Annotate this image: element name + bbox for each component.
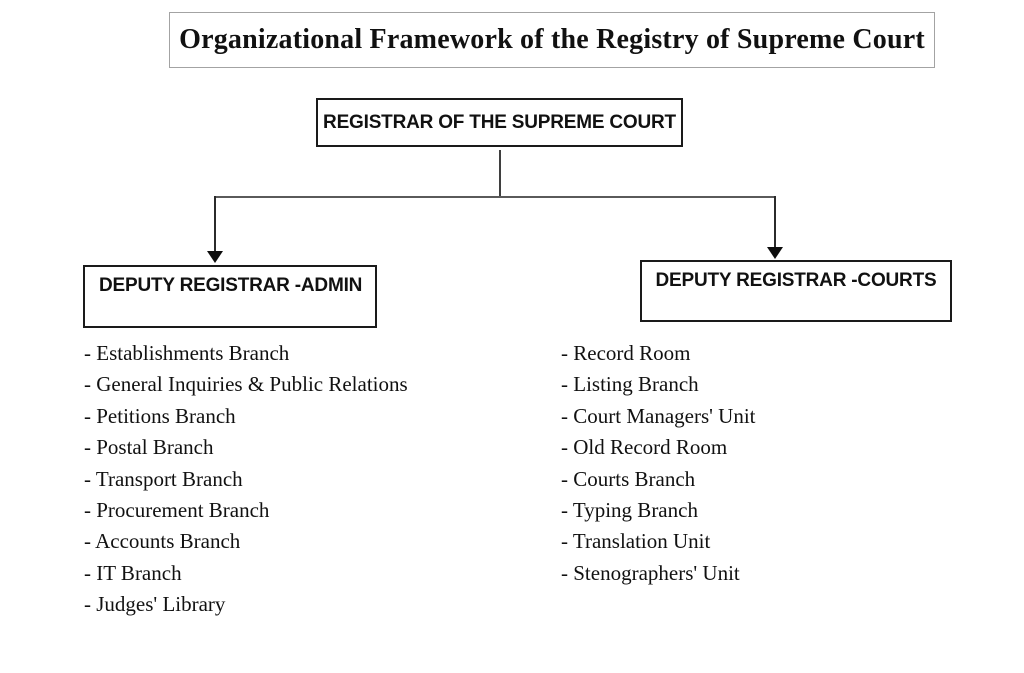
connector-crossbar bbox=[214, 196, 776, 198]
courts-units-list: - Record Room - Listing Branch - Court M… bbox=[561, 338, 756, 589]
list-item: - Accounts Branch bbox=[84, 529, 241, 554]
list-item: - General Inquiries & Public Relations bbox=[84, 372, 408, 397]
list-item: - Establishments Branch bbox=[84, 341, 290, 365]
list-item: - IT Branch bbox=[84, 560, 182, 585]
list-item: - Old Record Room bbox=[561, 435, 728, 460]
list-item: - Postal Branch bbox=[84, 435, 214, 460]
chart-title-box: Organizational Framework of the Registry… bbox=[169, 12, 935, 68]
list-item: - Stenographers' Unit bbox=[561, 560, 740, 585]
arrow-down-icon bbox=[767, 247, 783, 259]
list-item: - Transport Branch bbox=[84, 466, 243, 491]
list-item: - Procurement Branch bbox=[84, 498, 270, 523]
list-item: - Petitions Branch bbox=[84, 403, 236, 428]
arrow-down-icon bbox=[207, 251, 223, 263]
node-deputy-admin-label: DEPUTY REGISTRAR -ADMIN bbox=[99, 275, 363, 296]
list-item: - Translation Unit bbox=[561, 529, 711, 554]
list-item: - Listing Branch bbox=[561, 372, 699, 397]
node-registrar: REGISTRAR OF THE SUPREME COURT bbox=[316, 98, 683, 147]
node-deputy-admin: DEPUTY REGISTRAR -ADMIN bbox=[83, 265, 377, 328]
connector-drop-courts bbox=[774, 196, 776, 249]
list-item: - Courts Branch bbox=[561, 466, 696, 491]
list-item: - Typing Branch bbox=[561, 498, 698, 523]
node-registrar-label: REGISTRAR OF THE SUPREME COURT bbox=[323, 111, 676, 133]
admin-units-list: - Establishments Branch - General Inquir… bbox=[84, 338, 408, 621]
node-deputy-courts-label: DEPUTY REGISTRAR -COURTS bbox=[655, 270, 937, 291]
list-item: - Court Managers' Unit bbox=[561, 403, 756, 428]
list-item: - Judges' Library bbox=[84, 592, 226, 617]
node-deputy-courts: DEPUTY REGISTRAR -COURTS bbox=[640, 260, 952, 322]
connector-drop-admin bbox=[214, 196, 216, 253]
chart-title: Organizational Framework of the Registry… bbox=[179, 24, 925, 55]
connector-root-stem bbox=[499, 150, 501, 197]
list-item: - Record Room bbox=[561, 341, 691, 365]
